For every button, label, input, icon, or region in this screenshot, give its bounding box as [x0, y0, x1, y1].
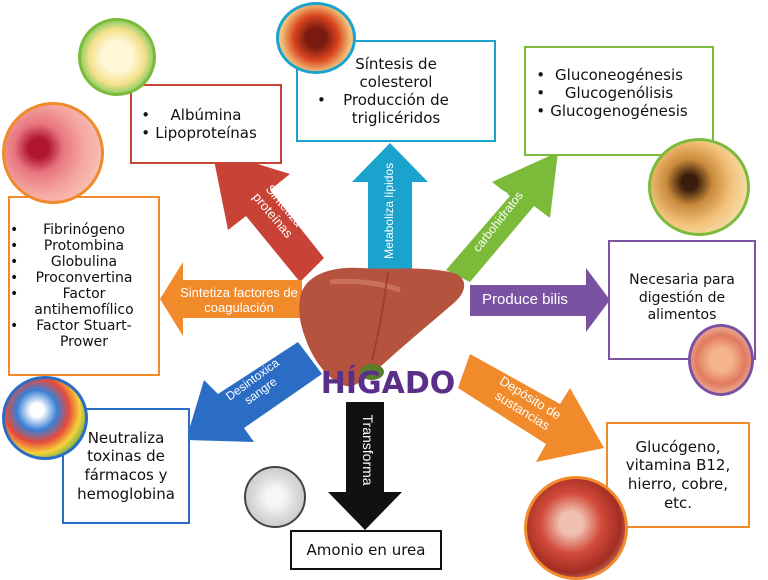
liver-illustration — [299, 267, 465, 387]
bilis-text: Necesaria para digestión de alimentos — [629, 272, 735, 323]
list-item: Producción de triglicéridos — [317, 91, 461, 127]
artery-image — [276, 2, 356, 74]
arrow-desintoxica — [186, 342, 322, 442]
stomach-image — [688, 324, 754, 396]
list-item: Protombina — [10, 238, 144, 254]
box-proteinas: Albúmina Lipoproteínas — [130, 84, 282, 164]
list-item: Proconvertina — [10, 270, 144, 286]
box-carbohidratos: Gluconeogénesis Glucogenólisis Glucogeno… — [524, 46, 714, 156]
center-title: HÍGADO — [320, 366, 456, 401]
arrow-produce-bilis — [470, 268, 610, 332]
lipoprotein-image — [78, 18, 156, 96]
box-bilis: Necesaria para digestión de alimentos — [608, 240, 756, 360]
list-item: Glucogenólisis — [536, 84, 687, 102]
urea-crystals-image — [244, 466, 306, 528]
list-item: Factor antihemofílico — [10, 286, 144, 318]
arrow-metaboliza-carbohidratos — [446, 152, 558, 282]
list-item: Síntesis de colesterol — [317, 55, 461, 91]
arrow-sintetiza-proteinas — [212, 150, 324, 282]
box-lipidos: Síntesis de colesterol Producción de tri… — [296, 40, 496, 142]
box-transforma: Amonio en urea — [290, 530, 442, 570]
transforma-text: Amonio en urea — [306, 540, 426, 559]
list-item: Albúmina — [141, 106, 257, 124]
list-item: Fibrinógeno — [10, 222, 144, 238]
pills-image — [2, 376, 88, 460]
label-transforma: Transforma — [360, 414, 377, 486]
label-metaboliza-lipidos: Metaboliza lípidos — [382, 162, 397, 259]
label-sintetiza-coagulacion: Sintetiza factores de coagulación — [180, 285, 298, 315]
desintoxica-text: Neutraliza toxinas de fármacos y hemoglo… — [77, 428, 175, 503]
tissue-image — [2, 102, 104, 204]
arrow-transforma — [328, 402, 402, 530]
box-coagulacion: Fibrinógeno Protombina Globulina Proconv… — [8, 196, 160, 376]
sweets-image — [648, 138, 750, 236]
meat-image — [524, 476, 628, 580]
arrow-sintetiza-coagulacion — [160, 262, 302, 336]
list-item: Factor Stuart-Prower — [10, 318, 144, 350]
arrow-metaboliza-lipidos — [352, 143, 428, 270]
label-produce-bilis: Produce bilis — [482, 291, 568, 308]
list-item: Lipoproteínas — [141, 124, 257, 142]
list-item: Gluconeogénesis — [536, 66, 687, 84]
deposito-text: Glucógeno, vitamina B12, hierro, cobre, … — [625, 437, 731, 512]
arrow-deposito — [458, 354, 604, 462]
list-item: Glucogenogénesis — [536, 102, 687, 120]
list-item: Globulina — [10, 254, 144, 270]
box-deposito: Glucógeno, vitamina B12, hierro, cobre, … — [606, 422, 750, 528]
